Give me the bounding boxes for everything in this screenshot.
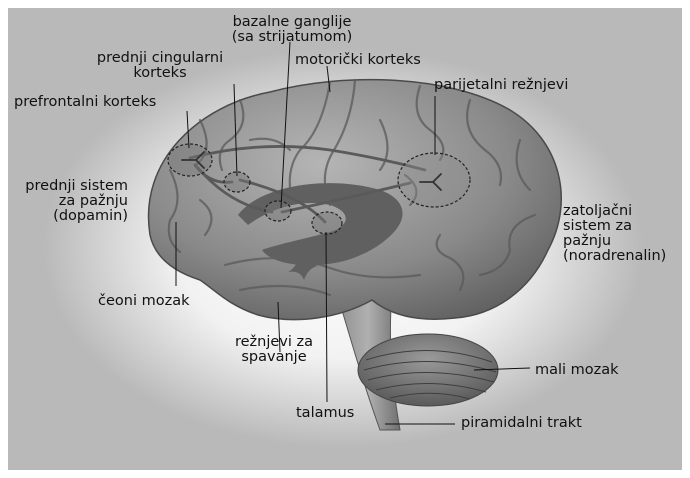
label-anterior-cingulate: prednji cingularni korteks [85, 51, 235, 81]
label-pyramidal-tract: piramidalni trakt [461, 416, 582, 431]
label-posterior-attention-system: zatoljačni sistem za pažnju (noradrenali… [563, 204, 666, 264]
label-frontal-brain: čeoni mozak [98, 294, 189, 309]
label-motor-cortex: motorički korteks [295, 53, 421, 68]
label-prefrontal-cortex: prefrontalni korteks [14, 95, 156, 110]
label-temporal-lobes: režnjevi za spavanje [214, 335, 334, 365]
label-parietal-lobes: parijetalni režnjevi [434, 78, 568, 93]
diagram-frame: bazalne ganglije (sa strijatumom) prednj… [8, 8, 682, 470]
label-anterior-attention-system: prednji sistem za pažnju (dopamin) [10, 179, 128, 224]
label-thalamus: talamus [296, 406, 354, 421]
label-cerebellum: mali mozak [535, 363, 619, 378]
label-basal-ganglia: bazalne ganglije (sa strijatumom) [227, 15, 357, 45]
